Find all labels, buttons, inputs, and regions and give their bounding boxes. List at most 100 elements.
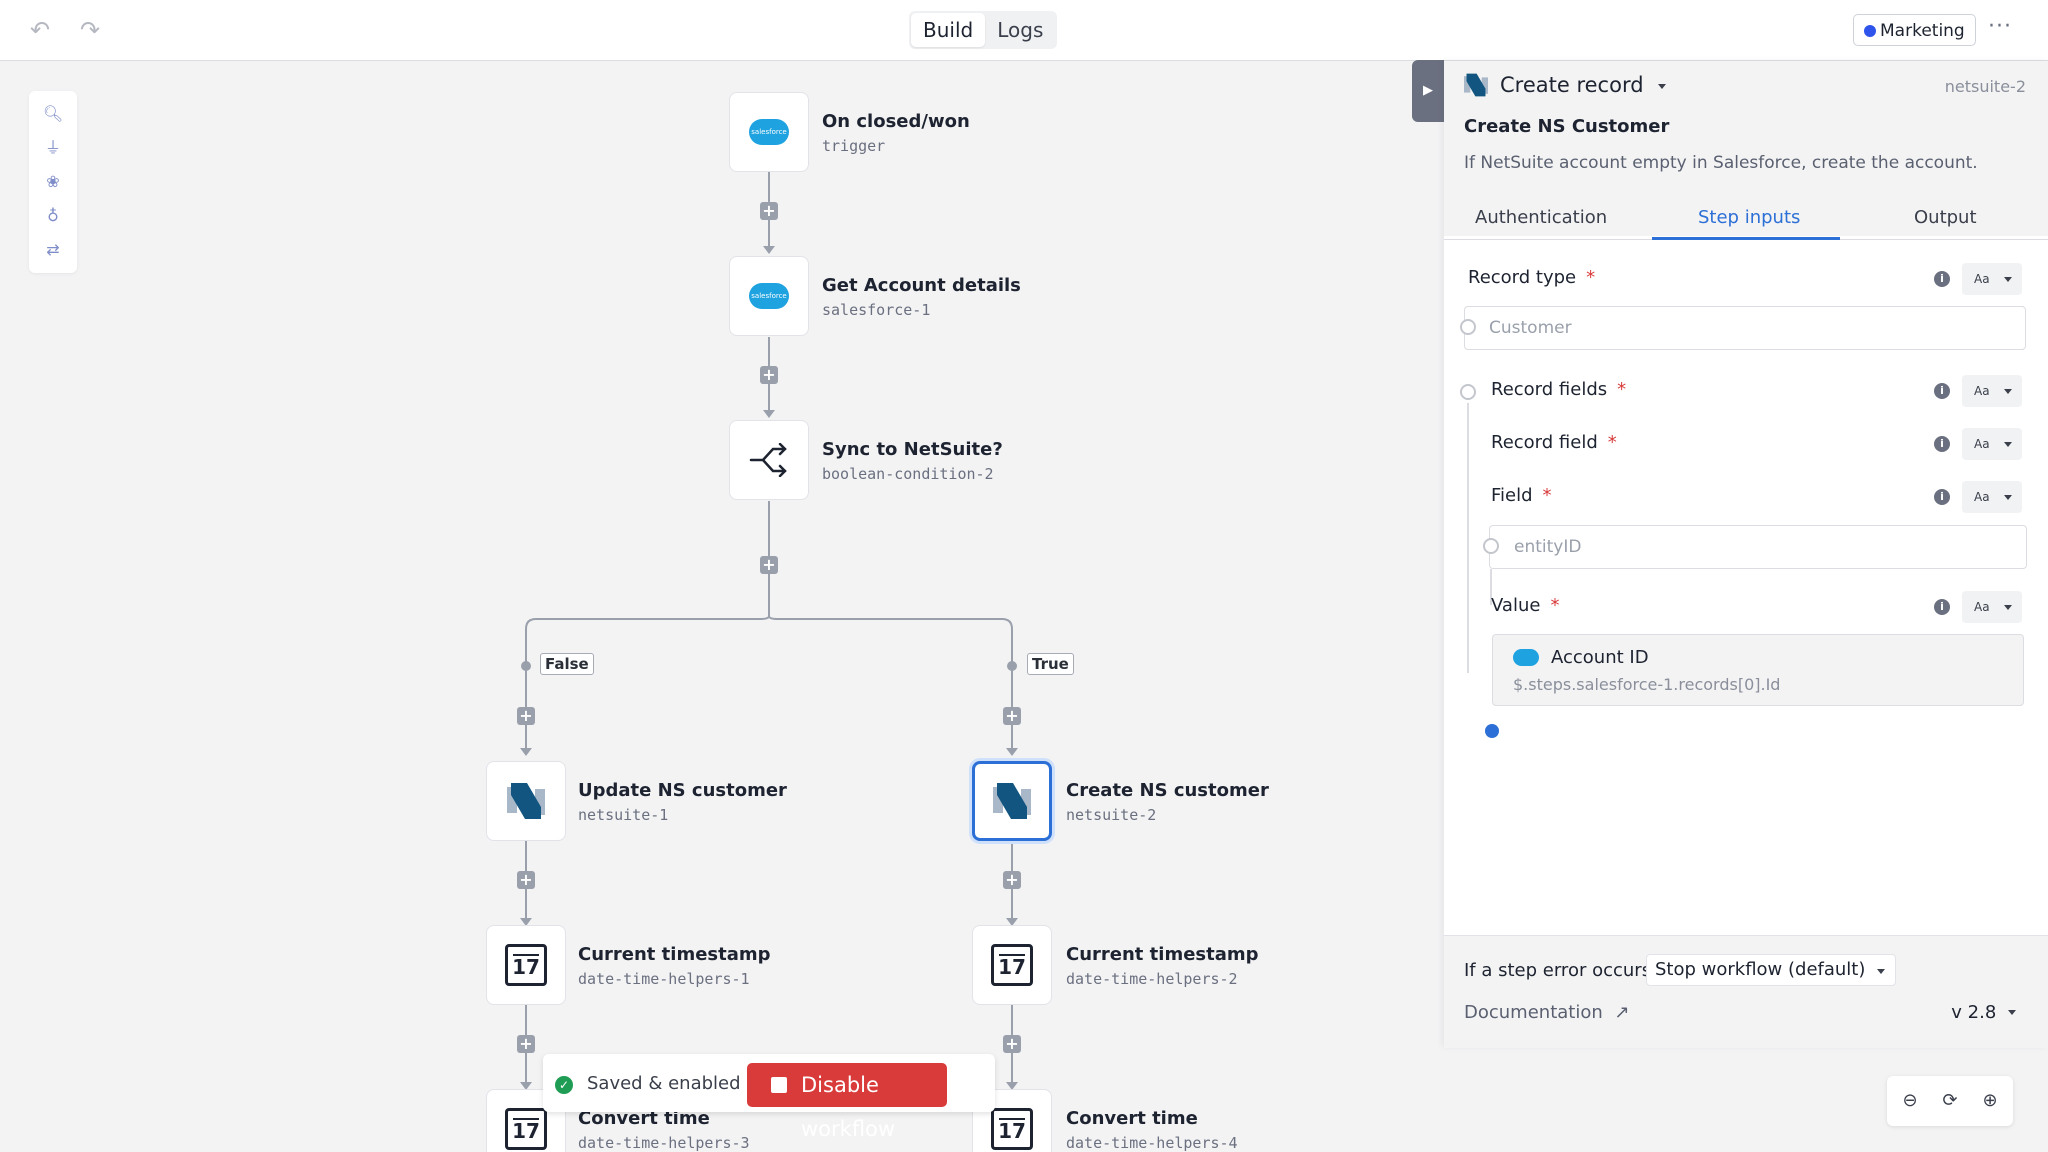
netsuite-logo-icon [1464, 73, 1488, 97]
step-node[interactable] [729, 420, 809, 500]
step-title: Current timestamp [1066, 944, 1259, 965]
calendar-icon: 17 [991, 944, 1033, 986]
step-node[interactable]: salesforce [729, 256, 809, 336]
tab-output[interactable]: Output [1914, 207, 1977, 228]
info-icon[interactable]: i [1934, 383, 1950, 399]
calendar-icon: 17 [991, 1108, 1033, 1150]
type-toggle-dropdown[interactable]: Aa [1962, 375, 2022, 407]
redo-icon[interactable]: ↷ [79, 16, 101, 44]
add-step-button[interactable]: + [517, 871, 535, 889]
disable-workflow-button[interactable]: Disable workflow [747, 1063, 947, 1141]
zoom-in-icon[interactable]: ⊕ [1982, 1090, 1998, 1111]
step-id: salesforce-1 [822, 301, 931, 319]
plug-icon[interactable]: ⏚ [44, 138, 61, 157]
value-label: Value* [1491, 595, 1560, 616]
chevron-down-icon [1877, 969, 1886, 974]
step-id: boolean-condition-2 [822, 465, 994, 483]
action-selector[interactable]: Create record [1500, 73, 1667, 97]
reset-icon[interactable]: ⟳ [1942, 1090, 1958, 1111]
action-title: Create record [1500, 73, 1644, 97]
salesforce-logo-icon: salesforce [749, 283, 789, 309]
info-icon[interactable]: i [1934, 599, 1950, 615]
record-type-input[interactable]: Customer [1464, 306, 2026, 350]
tab-authentication[interactable]: Authentication [1475, 207, 1608, 228]
add-step-button[interactable]: + [1003, 871, 1021, 889]
type-toggle-dropdown[interactable]: Aa [1962, 481, 2022, 513]
step-node[interactable]: salesforce [729, 92, 809, 172]
type-toggle-dropdown[interactable]: Aa [1962, 591, 2022, 623]
step-id: date-time-helpers-4 [1066, 1134, 1238, 1152]
step-node[interactable] [486, 761, 566, 841]
value-radio-selected[interactable] [1485, 724, 1499, 738]
version-selector[interactable]: v 2.8 [1951, 1002, 2016, 1023]
step-id: netsuite-2 [1066, 806, 1157, 824]
salesforce-logo-icon [1513, 649, 1539, 666]
record-type-radio[interactable] [1460, 319, 1476, 335]
zoom-controls: ⊖ ⟳ ⊕ [1887, 1076, 2013, 1126]
step-id: date-time-helpers-2 [1066, 970, 1238, 988]
check-circle-icon: ✓ [555, 1076, 573, 1094]
active-tab-indicator [1652, 237, 1840, 240]
info-icon[interactable]: i [1934, 436, 1950, 452]
lightbulb-icon[interactable]: ♁ [47, 206, 59, 225]
field-radio[interactable] [1483, 538, 1499, 554]
calendar-icon: 17 [505, 944, 547, 986]
add-step-button[interactable]: + [760, 366, 778, 384]
branch-label-false: False [540, 653, 594, 675]
chevron-down-icon [1658, 84, 1667, 89]
record-fields-label: Record fields* [1491, 379, 1627, 400]
field-input[interactable]: entityID [1489, 525, 2027, 569]
type-toggle-dropdown[interactable]: Aa [1962, 428, 2022, 460]
nesting-line [1467, 403, 1469, 673]
step-title: Get Account details [822, 275, 1021, 296]
saved-status-text: Saved & enabled [587, 1073, 741, 1094]
sync-icon[interactable]: ⇄ [46, 240, 60, 259]
tab-build[interactable]: Build [911, 13, 986, 47]
step-node[interactable]: 17 [972, 925, 1052, 1005]
workspace-dot-icon [1864, 25, 1876, 37]
error-handling-select[interactable]: Stop workflow (default) [1646, 954, 1897, 986]
zoom-out-icon[interactable]: ⊖ [1902, 1090, 1918, 1111]
workspace-badge[interactable]: Marketing [1853, 14, 1976, 46]
step-title: Update NS customer [578, 780, 787, 801]
tab-step-inputs[interactable]: Step inputs [1698, 207, 1801, 228]
nesting-line [1490, 569, 1492, 605]
step-id-label: netsuite-2 [1944, 77, 2026, 96]
step-config-panel: Create record netsuite-2 Create NS Custo… [1444, 61, 2048, 1047]
canvas-tools: 🔍︎ ⏚ ❀ ♁ ⇄ [29, 91, 77, 273]
step-name[interactable]: Create NS Customer [1464, 116, 1670, 137]
step-node-selected[interactable] [972, 761, 1052, 841]
record-field-label: Record field* [1491, 432, 1617, 453]
tab-logs[interactable]: Logs [997, 18, 1044, 42]
integrations-icon[interactable]: ❀ [46, 172, 60, 191]
reference-title: Account ID [1551, 647, 1649, 668]
branch-icon [749, 443, 787, 477]
disable-workflow-label: Disable workflow [801, 1073, 896, 1141]
stop-icon [771, 1077, 787, 1093]
connectors [520, 172, 1018, 1090]
add-step-button[interactable]: + [1003, 1035, 1021, 1053]
add-step-button[interactable]: + [760, 556, 778, 574]
value-reference-field[interactable]: Account ID $.steps.salesforce-1.records[… [1492, 634, 2024, 706]
undo-icon[interactable]: ↶ [29, 16, 51, 44]
add-step-button[interactable]: + [517, 1035, 535, 1053]
version-label: v 2.8 [1951, 1002, 1997, 1023]
record-fields-radio[interactable] [1460, 384, 1476, 400]
add-step-button[interactable]: + [517, 707, 535, 725]
info-icon[interactable]: i [1934, 489, 1950, 505]
step-id: netsuite-1 [578, 806, 669, 824]
error-handling-value: Stop workflow (default) [1655, 959, 1866, 980]
add-step-button[interactable]: + [1003, 707, 1021, 725]
panel-header: Create record netsuite-2 Create NS Custo… [1444, 61, 2048, 236]
type-toggle-dropdown[interactable]: Aa [1962, 263, 2022, 295]
add-step-button[interactable]: + [760, 202, 778, 220]
workflow-canvas[interactable]: + + + + + + + + + False True salesforce … [0, 61, 1444, 1152]
search-icon[interactable]: 🔍︎ [42, 104, 64, 123]
step-description[interactable]: If NetSuite account empty in Salesforce,… [1464, 153, 1978, 173]
collapse-panel-button[interactable]: ▶ [1412, 60, 1444, 122]
documentation-link[interactable]: Documentation ↗ [1464, 1002, 1630, 1023]
more-options-icon[interactable]: ··· [1988, 14, 2012, 39]
step-node[interactable]: 17 [486, 925, 566, 1005]
info-icon[interactable]: i [1934, 271, 1950, 287]
chevron-down-icon [2008, 1010, 2016, 1015]
